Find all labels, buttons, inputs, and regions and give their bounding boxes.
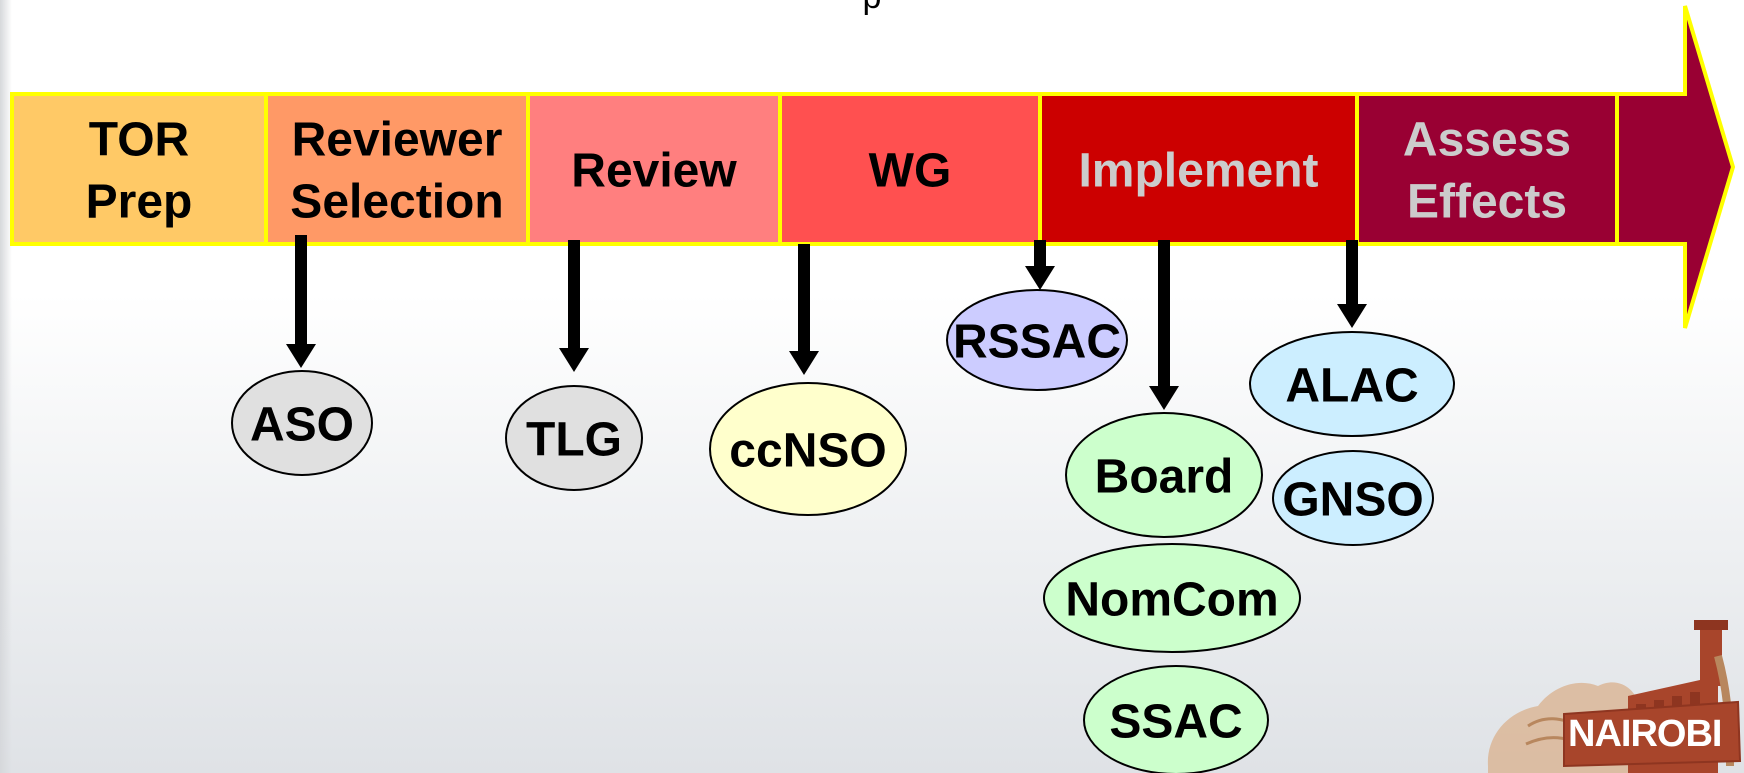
- bubble-nomcom: NomCom: [1043, 543, 1301, 653]
- connector-arrow: [559, 240, 589, 372]
- bubble-rssac-shape: [946, 289, 1128, 391]
- nairobi-logo-text: NAIROBI: [1568, 713, 1722, 755]
- bubble-ccnso-shape: [709, 382, 907, 516]
- stage-assess-label: Assess: [1403, 113, 1571, 166]
- bubble-nomcom-shape: [1043, 543, 1301, 653]
- stage-assess-box: [1355, 92, 1619, 246]
- bubble-ssac-label: SSAC: [1109, 695, 1242, 748]
- bubble-aso-shape: [231, 370, 373, 476]
- stage-review-label: Review: [571, 144, 737, 197]
- stage-assess-label: Effects: [1407, 175, 1567, 228]
- stage-wg-label: WG: [869, 144, 952, 197]
- connector-arrow: [286, 235, 316, 368]
- connector-arrow: [1025, 240, 1055, 290]
- bubble-aso-label: ASO: [250, 398, 354, 451]
- stage-tor: TOR Prep: [10, 92, 268, 246]
- bubble-gnso: GNSO: [1272, 450, 1434, 546]
- stage-reviewer-label: Selection: [290, 175, 503, 228]
- left-edge-shade: [0, 0, 12, 773]
- bubble-rssac-label: RSSAC: [953, 315, 1121, 368]
- timeline-arrow-head: [1615, 5, 1736, 329]
- stage-review: Review: [526, 92, 782, 246]
- stage-implement: Implement: [1038, 92, 1359, 246]
- bubble-ccnso-label: ccNSO: [729, 424, 886, 477]
- stage-implement-label: Implement: [1078, 144, 1318, 197]
- stage-reviewer-box: [264, 92, 530, 246]
- stage-tor-box: [10, 92, 268, 246]
- connector-arrow: [1337, 240, 1367, 328]
- stage-wg: WG: [778, 92, 1042, 246]
- connector-arrow: [1149, 240, 1179, 410]
- bubble-alac-label: ALAC: [1285, 359, 1418, 412]
- stage-tor-label: Prep: [86, 175, 193, 228]
- bubble-board-label: Board: [1095, 450, 1234, 503]
- top-caption: p: [0, 0, 1744, 17]
- bubble-tlg-shape: [505, 385, 643, 491]
- bubble-tlg: TLG: [505, 385, 643, 491]
- bubble-ssac-shape: [1083, 665, 1269, 773]
- bubble-board-shape: [1065, 412, 1263, 538]
- connector-arrow: [789, 244, 819, 375]
- stage-tor-label: TOR: [89, 113, 189, 166]
- bubble-alac: ALAC: [1249, 331, 1455, 437]
- bubble-alac-shape: [1249, 331, 1455, 437]
- stage-reviewer-label: Reviewer: [292, 113, 503, 166]
- bubble-tlg-label: TLG: [526, 413, 622, 466]
- bubble-rssac: RSSAC: [946, 289, 1128, 391]
- bubble-aso: ASO: [231, 370, 373, 476]
- bubble-ccnso: ccNSO: [709, 382, 907, 516]
- stage-implement-box: [1038, 92, 1359, 246]
- bubble-ssac: SSAC: [1083, 665, 1269, 773]
- stage-review-box: [526, 92, 782, 246]
- bubble-board: Board: [1065, 412, 1263, 538]
- stage-wg-box: [778, 92, 1042, 246]
- nairobi-logo: [1487, 620, 1742, 773]
- bubble-nomcom-label: NomCom: [1065, 573, 1278, 626]
- bubble-gnso-shape: [1272, 450, 1434, 546]
- bubble-gnso-label: GNSO: [1282, 473, 1423, 526]
